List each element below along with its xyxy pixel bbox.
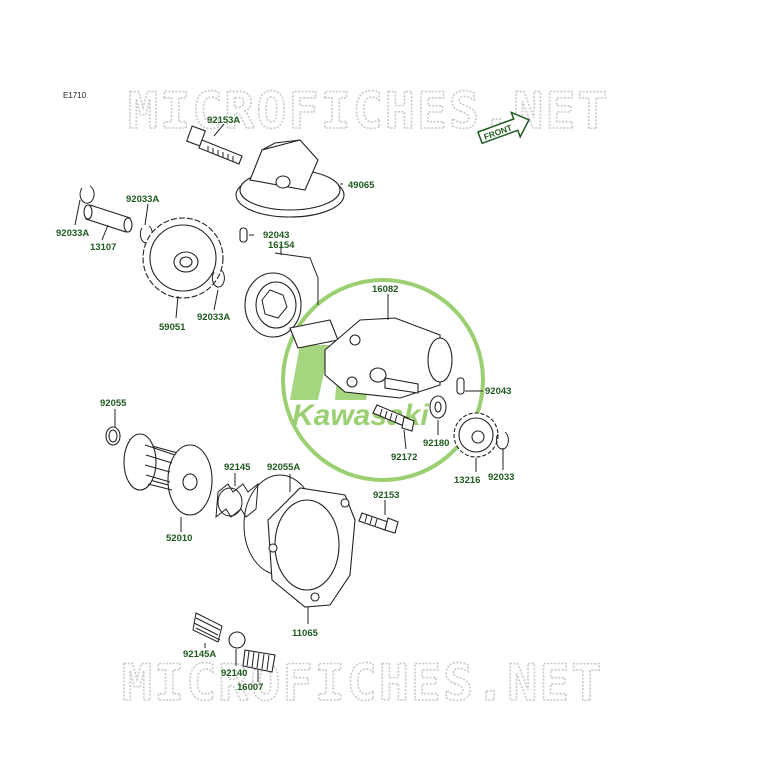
label-13216: 13216: [454, 475, 480, 486]
label-92145a: 92145A: [183, 649, 216, 660]
watermark-layer: MICROFICHES.NET MICROFICHES.NET Kawasaki: [121, 81, 610, 713]
label-92172: 92172: [391, 452, 417, 463]
circlip-92033: [495, 431, 509, 450]
bolt-92153: [358, 512, 399, 534]
label-49065: 49065: [348, 180, 375, 191]
label-92033: 92033: [488, 472, 514, 483]
leader-lines: [74, 123, 504, 682]
label-92140: 92140: [221, 668, 247, 679]
label-92055: 92055: [100, 398, 127, 409]
o-ring-92055: [105, 426, 121, 446]
label-11065: 11065: [292, 628, 319, 639]
label-92145: 92145: [224, 462, 251, 473]
pump-body-16082: [289, 317, 453, 399]
label-92033a-top: 92033A: [126, 194, 159, 205]
bolt-92172: [372, 404, 415, 432]
gear-13216: [453, 412, 499, 458]
label-52010: 52010: [166, 533, 192, 544]
part-labels: 92153A 49065 92033A 92033A 13107 92043 1…: [56, 115, 514, 693]
oil-filter-52010: [123, 433, 213, 516]
label-16154: 16154: [268, 240, 295, 251]
label-92043-upper: 92043: [263, 230, 289, 241]
gear-59051: [142, 217, 224, 299]
bolt-92153a: [185, 125, 243, 165]
pump-cover-49065: [235, 139, 345, 218]
label-92043-lower: 92043: [485, 386, 511, 397]
ball-92140: [228, 631, 246, 649]
filter-cover-11065: [267, 487, 356, 608]
label-92055a: 92055A: [267, 462, 300, 473]
label-92033a-right: 92033A: [197, 312, 230, 323]
label-16007: 16007: [237, 682, 263, 693]
circlip-92033a-right: [211, 269, 225, 288]
collar-13107: [83, 204, 133, 233]
diagram-code: E1710: [63, 91, 87, 100]
pin-92043-upper: [239, 227, 248, 243]
label-92180: 92180: [423, 438, 449, 449]
label-92033a-left: 92033A: [56, 228, 89, 239]
label-92153a: 92153A: [207, 115, 240, 126]
rotor-16154: [244, 252, 319, 338]
washer-92180: [429, 395, 447, 419]
label-92153: 92153: [373, 490, 399, 501]
relief-valve-16007: [242, 649, 276, 673]
watermark-bottom-text: MICROFICHES.NET: [122, 654, 604, 712]
label-13107: 13107: [90, 242, 116, 253]
circlip-92033a-left: [79, 185, 95, 204]
spring-92145a: [192, 612, 223, 643]
watermark-top-text: MICROFICHES.NET: [128, 82, 610, 140]
label-16082: 16082: [372, 284, 398, 295]
pin-92043-lower: [456, 377, 465, 395]
label-59051: 59051: [159, 322, 186, 333]
spring-92145: [215, 482, 259, 519]
